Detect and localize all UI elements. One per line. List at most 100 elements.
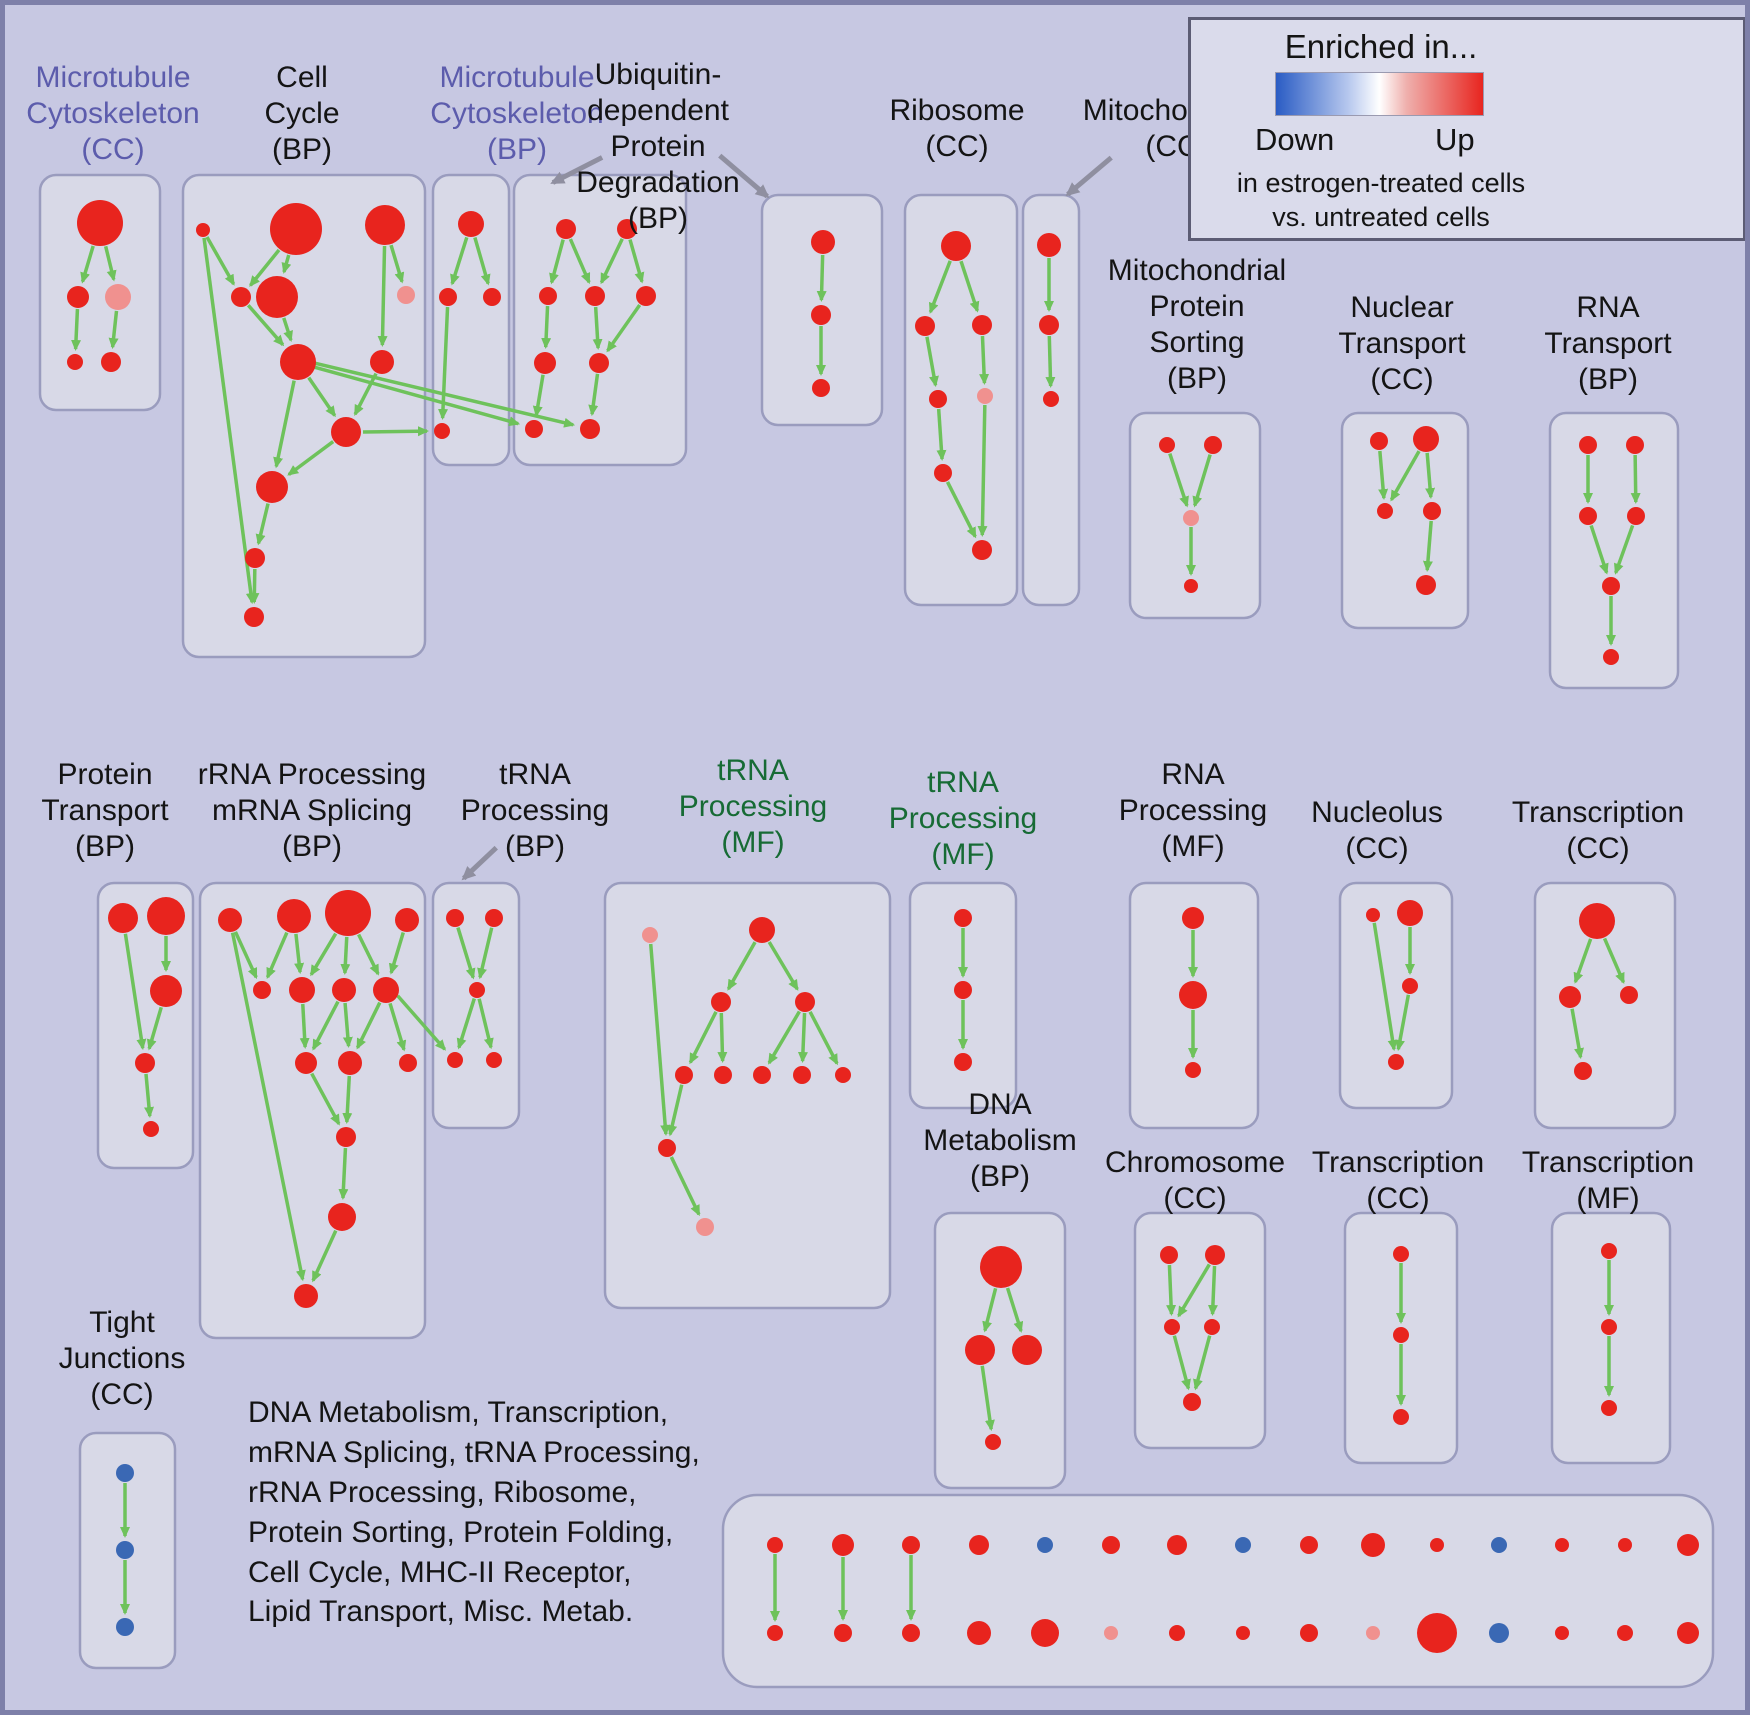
node-red xyxy=(331,417,361,447)
node-red xyxy=(458,211,484,237)
node-red xyxy=(954,981,972,999)
node-red xyxy=(1423,502,1441,520)
node-red xyxy=(245,548,265,568)
node-blue xyxy=(1491,1537,1507,1553)
node-pink xyxy=(642,927,658,943)
node-red xyxy=(585,286,605,306)
edge xyxy=(628,239,645,284)
nodes-layer xyxy=(67,200,1699,1653)
edge xyxy=(808,1010,839,1066)
cluster-box-transcription-mf xyxy=(1550,1211,1672,1465)
cross-cluster-edge xyxy=(314,361,576,428)
node-red xyxy=(793,1066,811,1084)
node-red xyxy=(1603,649,1619,665)
node-red xyxy=(1601,1319,1617,1335)
edge xyxy=(767,941,799,991)
node-red xyxy=(812,379,830,397)
node-pink xyxy=(696,1218,714,1236)
node-red xyxy=(280,344,316,380)
edge xyxy=(357,933,380,976)
node-red xyxy=(483,288,501,306)
node-red xyxy=(954,1053,972,1071)
node-red xyxy=(1397,900,1423,926)
node-red xyxy=(289,977,315,1003)
edge xyxy=(945,481,977,539)
cluster-box-protein-transport-bp xyxy=(96,881,195,1170)
node-red xyxy=(256,276,298,318)
cluster-box-microtubule-cytoskeleton-cc xyxy=(38,173,162,412)
node-red xyxy=(399,1054,417,1072)
node-red xyxy=(929,390,947,408)
edge xyxy=(980,1365,995,1432)
edge xyxy=(982,1287,998,1333)
edge xyxy=(767,1010,801,1065)
edge xyxy=(473,236,491,286)
node-red xyxy=(1555,1538,1569,1552)
node-red xyxy=(1300,1624,1318,1642)
node-red xyxy=(636,286,656,306)
edge xyxy=(726,941,757,991)
node-red xyxy=(1430,1538,1444,1552)
edge xyxy=(80,245,95,284)
edge xyxy=(342,1075,353,1125)
edge xyxy=(377,245,388,348)
edge xyxy=(1573,938,1593,984)
edge xyxy=(265,931,289,979)
node-red xyxy=(617,219,637,239)
node-pink xyxy=(1183,510,1199,526)
edge xyxy=(310,1072,341,1126)
edge xyxy=(1172,1335,1191,1391)
node-red xyxy=(1413,426,1439,452)
node-red xyxy=(1031,1619,1059,1647)
node-red xyxy=(1402,978,1418,994)
node-blue xyxy=(1489,1623,1509,1643)
node-red xyxy=(969,1535,989,1555)
node-red xyxy=(767,1625,783,1641)
cluster-box-misc-clusters xyxy=(721,1493,1715,1689)
edge xyxy=(389,244,405,284)
edge xyxy=(1378,450,1389,501)
legend-down-label: Down xyxy=(1255,122,1335,157)
node-red xyxy=(1183,1393,1201,1411)
edge xyxy=(311,1229,338,1283)
edge xyxy=(1192,454,1212,508)
edge xyxy=(477,998,494,1050)
node-red xyxy=(534,352,556,374)
node-red xyxy=(902,1536,920,1554)
node-red xyxy=(231,287,251,307)
node-red xyxy=(525,420,543,438)
edge xyxy=(477,927,494,980)
edge xyxy=(1422,520,1433,573)
node-red xyxy=(1184,579,1198,593)
cluster-box-nuclear-transport-cc xyxy=(1340,411,1470,630)
edge xyxy=(816,254,827,303)
edge xyxy=(688,1011,718,1065)
node-red xyxy=(985,1434,1001,1450)
edge xyxy=(936,408,947,462)
edge xyxy=(1207,1265,1218,1317)
edge xyxy=(311,1000,340,1051)
node-blue xyxy=(116,1618,134,1636)
edge xyxy=(355,1001,382,1050)
node-red xyxy=(325,890,371,936)
node-red xyxy=(270,203,322,255)
node-red xyxy=(915,316,935,336)
edge xyxy=(71,308,82,352)
node-red xyxy=(277,899,311,933)
edge xyxy=(146,1006,163,1051)
node-red xyxy=(1169,1625,1185,1641)
node-red xyxy=(1677,1534,1699,1556)
node-red xyxy=(485,909,503,927)
node-pink xyxy=(1104,1626,1118,1640)
node-red xyxy=(1204,1319,1220,1335)
node-red xyxy=(980,1246,1022,1288)
legend-up-label: Up xyxy=(1435,122,1475,157)
node-red xyxy=(1626,436,1644,454)
node-pink xyxy=(1366,1626,1380,1640)
edge xyxy=(568,238,591,285)
edge xyxy=(1570,1008,1584,1060)
node-red xyxy=(1627,507,1645,525)
edge xyxy=(450,236,469,286)
edge xyxy=(925,336,939,388)
